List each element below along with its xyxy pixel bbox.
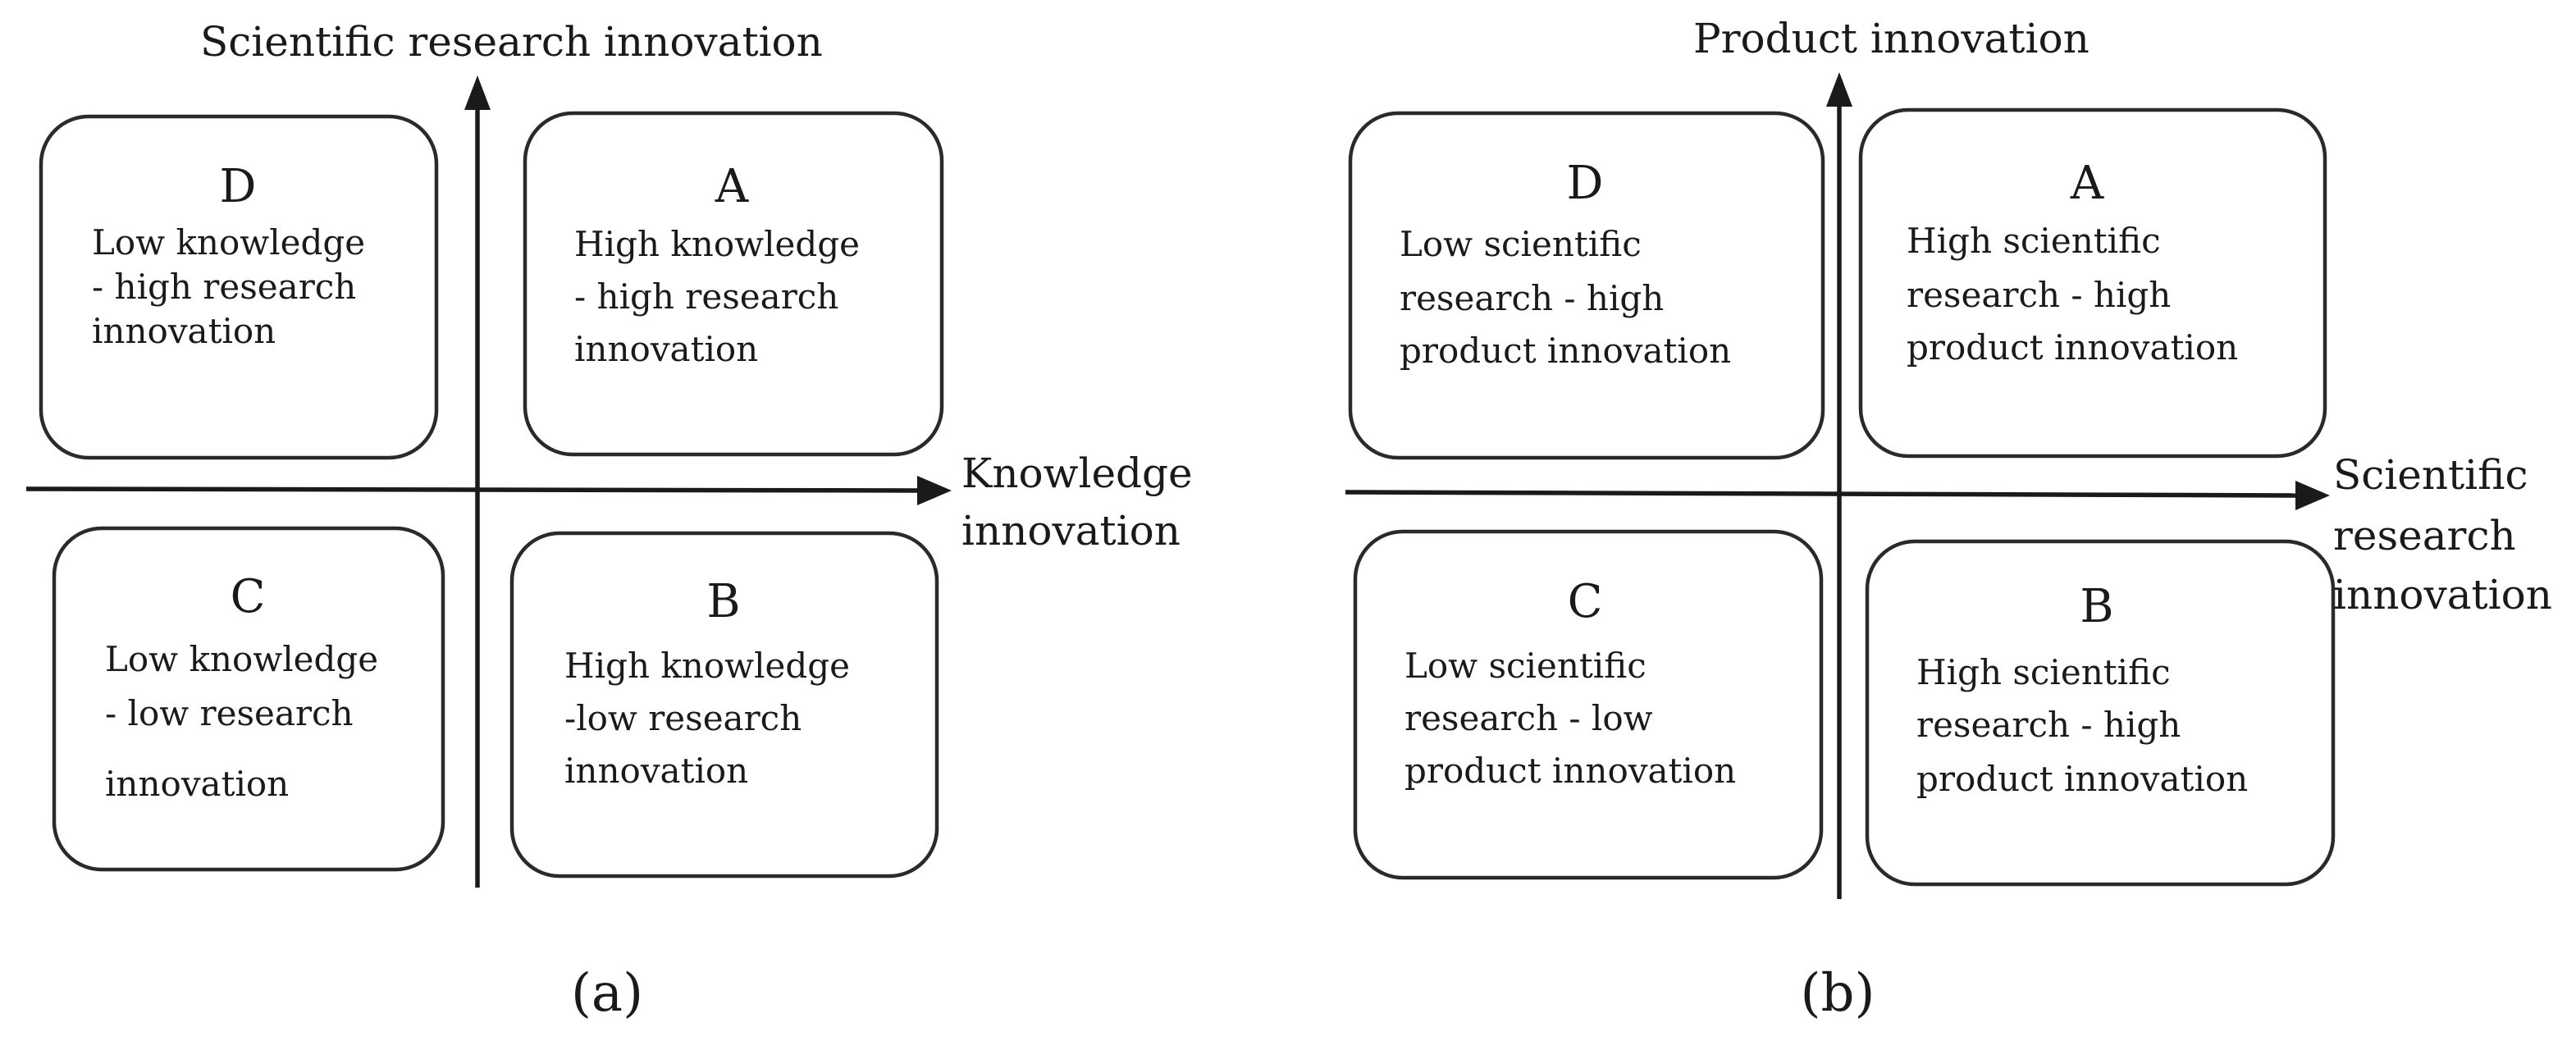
x-axis-label: Scientific research innovation (2333, 451, 2552, 619)
panel-a: Scientific research innovation Knowledge… (25, 18, 1206, 1024)
x-axis (25, 486, 921, 493)
quadrant-b-description: High scientific research - high product … (1916, 652, 2248, 799)
quadrant-b-description: High knowledge -low research innovation (564, 646, 861, 791)
quadrant-c-description: Low scientific research - low product in… (1404, 646, 1736, 791)
y-axis-label: Scientific research innovation (200, 18, 823, 66)
quadrant-d-box (39, 114, 439, 460)
quadrant-a-box (1858, 107, 2327, 459)
quadrant-d-description: Low knowledge - high research innovation (92, 222, 377, 351)
x-axis-label: Knowledge innovation (961, 450, 1206, 555)
quadrant-a-description: High scientific research - high product … (1907, 221, 2238, 368)
quadrant-c-box (1353, 529, 1824, 880)
quadrant-d-letter: D (1567, 157, 1604, 210)
y-axis-label: Product innovation (1693, 15, 2090, 62)
panel-b: Product innovation Scientific research i… (1345, 15, 2552, 1024)
y-axis-arrowhead (1826, 72, 1852, 107)
quadrant-d-description: Low scientific research - high product i… (1400, 224, 1731, 371)
quadrant-c-letter: C (231, 570, 266, 623)
quadrant-c-letter: C (1568, 575, 1603, 628)
x-axis-arrowhead (2295, 481, 2330, 510)
quadrant-b-letter: B (2080, 580, 2113, 633)
panel-a-caption: (a) (571, 963, 643, 1024)
quadrant-a-letter: A (715, 160, 749, 213)
quadrant-a-box (523, 111, 944, 457)
quadrant-c-description: Low knowledge - low research innovation (105, 639, 390, 804)
x-axis (1345, 490, 2298, 498)
panel-b-caption: (b) (1801, 963, 1875, 1024)
quadrant-d-letter: D (220, 160, 257, 213)
quadrant-c-box (52, 526, 445, 872)
quadrant-b-box (1865, 539, 2336, 887)
x-axis-arrowhead (917, 476, 952, 505)
quadrant-d-box (1348, 111, 1825, 460)
quadrant-b-box (509, 531, 939, 879)
quadrant-a-letter: A (2070, 157, 2104, 210)
y-axis-arrowhead (464, 75, 491, 110)
quadrant-a-description: High knowledge - high research innovatio… (574, 224, 870, 369)
quadrant-b-letter: B (706, 575, 740, 628)
